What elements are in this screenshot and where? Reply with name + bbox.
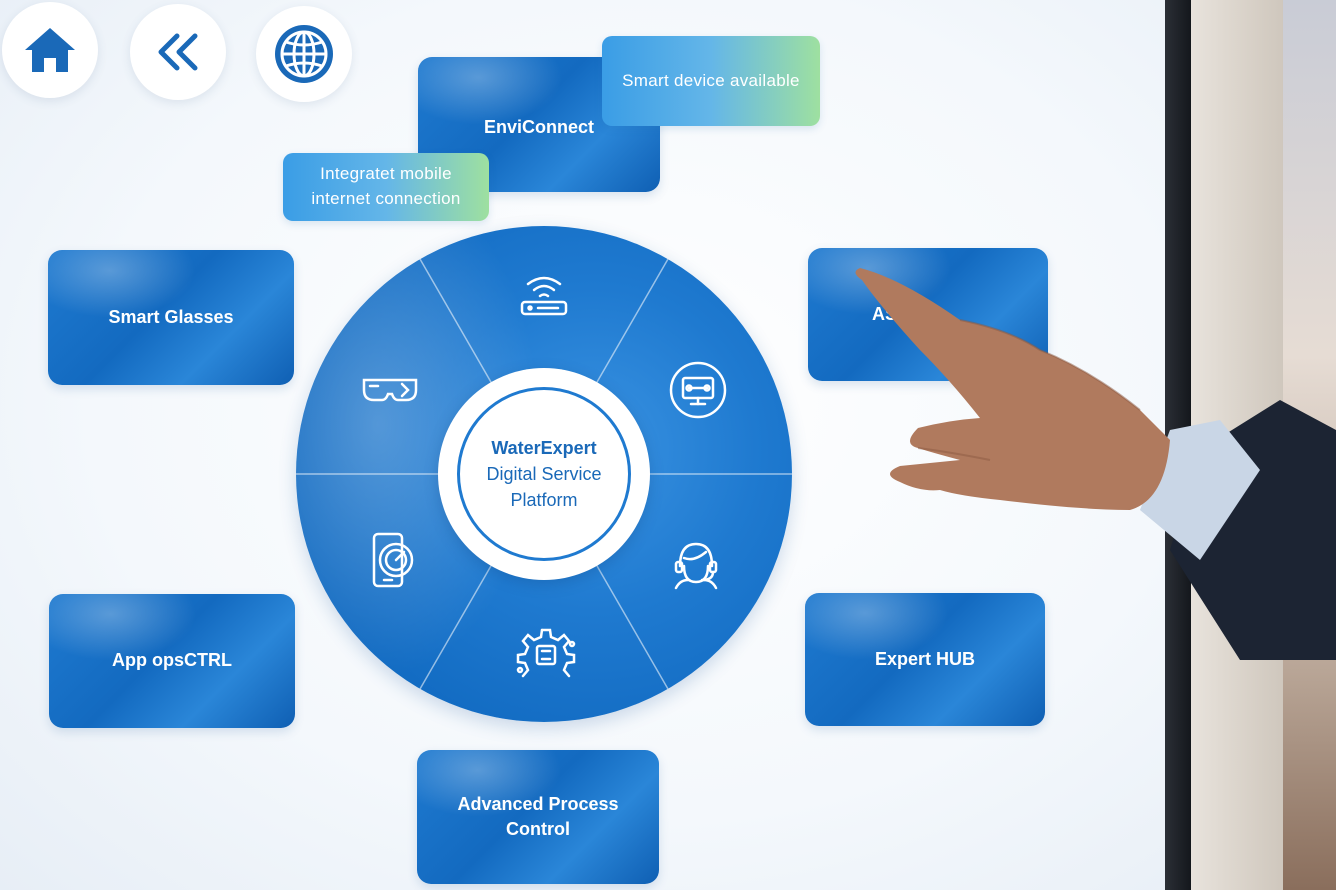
hub-title: WaterExpert [491,437,597,458]
smart-device-label: Smart device available [622,70,800,90]
advanced-process-line2: Control [506,819,570,839]
globe-icon [275,25,333,83]
advanced-process-line1: Advanced Process [457,793,619,814]
mobile-internet-line1: Integratet mobile [320,164,452,184]
hub-subtitle-line2: Platform [510,490,578,511]
platform-hub[interactable]: WaterExpert Digital Service Platform [438,368,650,580]
enviconnect-label: EnviConnect [483,117,594,137]
advanced-process-control-tile[interactable]: Advanced Process Control [417,750,659,884]
headset-agent-icon[interactable] [666,536,726,596]
mobile-internet-line2: internet connection [311,189,461,208]
mobile-internet-callout: Integratet mobile internet connection [283,153,489,221]
router-icon[interactable] [514,266,574,326]
asio-label: ASIO [872,303,917,324]
screen-bezel [1165,0,1191,890]
expert-hub-tile[interactable]: Expert HUB [805,593,1045,726]
touchscreen-display: EnviConnect Smart device available Integ… [0,0,1165,890]
hub-ring: WaterExpert Digital Service Platform [457,387,631,561]
back-button[interactable] [130,4,226,100]
smart-glasses-label: Smart Glasses [108,306,234,327]
remote-support-icon[interactable] [668,360,728,420]
app-opsctrl-tile[interactable]: App opsCTRL [49,594,295,728]
smartphone-gauge-icon[interactable] [364,530,424,590]
language-button[interactable] [256,6,352,102]
smart-device-callout: Smart device available [602,36,820,126]
asio-tile[interactable]: ASIO [808,248,1048,381]
home-icon [25,28,75,72]
home-button[interactable] [2,2,98,98]
app-opsctrl-label: App opsCTRL [112,650,232,671]
double-chevron-left-icon [158,33,198,71]
expert-hub-label: Expert HUB [874,648,976,669]
gear-chip-icon[interactable] [516,624,576,684]
smart-glasses-icon[interactable] [360,360,420,420]
hub-subtitle-line1: Digital Service [486,463,602,484]
kiosk-frame [1191,0,1283,890]
smart-glasses-tile[interactable]: Smart Glasses [48,250,294,385]
background-area [1283,0,1336,890]
